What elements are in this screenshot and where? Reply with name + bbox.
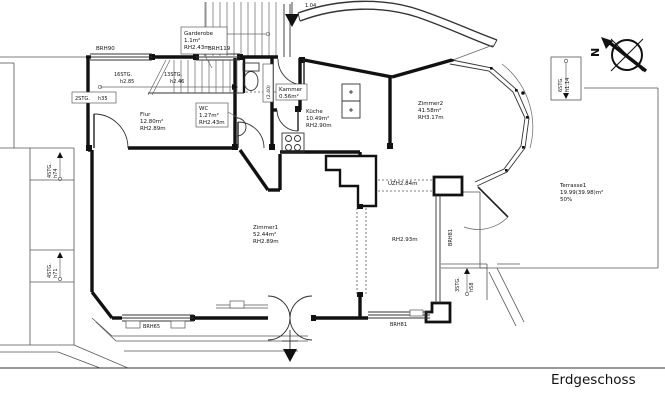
wc-name: WC — [199, 106, 208, 112]
sheet-frame: Erdgeschoss — [0, 367, 665, 388]
garderobe-label: Garderobe 1.1m² RH2.43m — [180, 26, 228, 69]
zimmer2-label: Zimmer2 41.58m² RH3.17m — [418, 101, 444, 121]
ceiling-right-label: RH2.93m — [392, 237, 418, 243]
stair-label-4stg-b: 4STG. — [47, 263, 53, 278]
wc-area: 1.27m² — [199, 112, 219, 119]
terrasse-share: 50% — [560, 197, 572, 203]
chimney-pier — [324, 154, 378, 208]
glass-facade-zimmer2 — [449, 59, 530, 187]
wc-label: WC 1.27m² RH2.43m — [195, 102, 243, 128]
labels: Garderobe 1.1m² RH2.43m BRH90 BRH119 2ST… — [71, 26, 603, 330]
interior-stair: 16STG. h2.85 13STG. h2.46 — [97, 59, 244, 96]
wc-height: RH2.43m — [199, 120, 225, 126]
exterior-stairs-left: 4STG. h74 4STG. h71 — [29, 147, 75, 346]
stair-label-2stg: 2STG. — [75, 96, 90, 102]
wall-pier-east — [432, 175, 464, 197]
stair-label-3stg: 3STG. — [455, 277, 461, 292]
zimmer1-height: RH2.89m — [253, 239, 279, 245]
garderobe-area: 1.1m² — [184, 37, 200, 44]
sill-brh81-side: BRH81 — [448, 229, 454, 246]
windows — [90, 53, 530, 322]
zimmer2-height: RH3.17m — [418, 115, 444, 121]
exterior-stairs-right: 6STG. h1.14 — [550, 56, 582, 101]
terrasse-label: Terrasse1 19.99(39.98)m² 50% — [559, 183, 603, 203]
window-brh90 — [90, 53, 152, 61]
stair-height-4stg-b: h71 — [53, 268, 59, 278]
window-markers — [125, 300, 424, 329]
zimmer2-terrace-door — [463, 63, 534, 230]
dim-1-04: 1.04 — [305, 3, 316, 9]
window-brh65 — [122, 314, 194, 322]
stair-height-4stg-a: h74 — [53, 168, 59, 178]
kammer-label: Kammer 0.56m² — [275, 83, 308, 101]
niche-label: (2.40) — [262, 63, 274, 103]
stair-height-13stg: h2.46 — [170, 79, 184, 85]
garderobe-height: RH2.43m — [184, 45, 210, 51]
kueche-height: RH2.90m — [306, 123, 332, 129]
kueche-label: Küche 10.49m² RH2.90m — [306, 109, 332, 129]
kammer-area: 0.56m² — [279, 93, 299, 100]
stair-height-3stg: h58 — [469, 282, 475, 292]
terrace-boundary — [441, 87, 659, 327]
beam-label: UZH2.84m — [388, 181, 417, 187]
north-arrow-head — [601, 37, 613, 49]
stair2-label: 2STG. h35 — [71, 91, 117, 104]
north-compass: N — [589, 37, 648, 73]
stair-height-6stg: h1.14 — [565, 78, 571, 92]
column-dot — [521, 91, 525, 95]
garderobe-name: Garderobe — [184, 31, 214, 37]
terrasse-name: Terrasse1 — [559, 183, 586, 189]
page-title: Erdgeschoss — [551, 372, 636, 388]
sill-brh65: BRH65 — [143, 324, 160, 330]
sill-brh119: BRH119 — [208, 46, 231, 52]
zimmer1-label: Zimmer1 52.44m² RH2.89m — [253, 225, 279, 245]
stair-label-13stg: 13STG. — [164, 72, 182, 78]
zimmer1-name: Zimmer1 — [253, 225, 278, 231]
flur-height: RH2.89m — [140, 126, 166, 132]
wall-pier-southeast — [424, 301, 452, 324]
niche-dim: (2.40) — [266, 85, 272, 99]
terrasse-area: 19.99(39.98)m² — [560, 189, 603, 196]
exterior-stairs-southeast: 3STG. h58 — [455, 268, 475, 296]
toilet — [242, 62, 260, 91]
kammer-name: Kammer — [279, 87, 303, 93]
fixtures — [236, 62, 361, 153]
zimmer1-area: 52.44m² — [253, 231, 276, 238]
kitchen-sink — [341, 83, 361, 119]
sill-brh81-bottom: BRH81 — [390, 322, 407, 328]
curved-wall-band — [297, 0, 498, 61]
walls — [86, 54, 464, 324]
doors — [93, 58, 534, 341]
kueche-name: Küche — [306, 109, 323, 115]
double-swing-door — [267, 295, 313, 341]
entrance-arrow-top: 1.04 — [285, 2, 316, 27]
dashed-lines — [246, 91, 433, 294]
glass-wall-east — [435, 195, 441, 303]
flur-name: Flur — [140, 112, 151, 118]
zimmer2-area: 41.58m² — [418, 107, 441, 114]
stair-label-6stg: 6STG. — [558, 77, 564, 92]
flur-area: 12.80m² — [140, 118, 163, 125]
flur-label: Flur 12.80m² RH2.89m — [140, 112, 166, 132]
sill-brh90: BRH90 — [96, 46, 115, 52]
stair-label-4stg-a: 4STG. — [47, 163, 53, 178]
stove — [281, 132, 305, 153]
entrance-arrow-bottom — [282, 330, 298, 362]
kueche-area: 10.49m² — [306, 115, 329, 122]
north-label: N — [589, 48, 602, 57]
zimmer2-name: Zimmer2 — [418, 101, 443, 107]
stair-height-16stg: h2.85 — [120, 79, 134, 85]
stair-label-16stg: 16STG. — [114, 72, 132, 78]
stair-height-2stg: h35 — [98, 96, 108, 102]
